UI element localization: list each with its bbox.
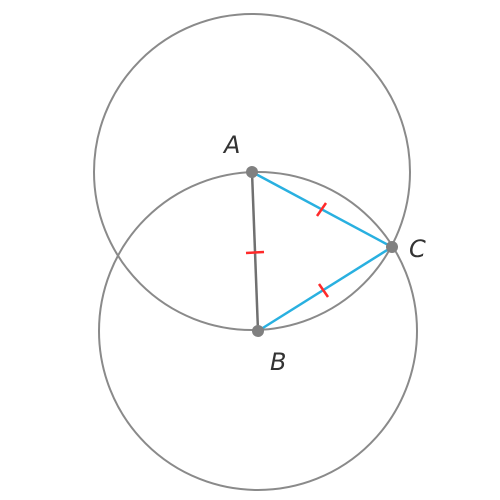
tick-mark-bc bbox=[317, 283, 330, 298]
tick-mark-ac bbox=[315, 202, 328, 217]
circle-centered-a bbox=[93, 13, 411, 331]
label-point-b: B bbox=[270, 348, 286, 376]
point-a bbox=[246, 166, 258, 178]
point-b bbox=[252, 325, 264, 337]
tick-mark-ab bbox=[245, 250, 265, 255]
segment-bc bbox=[257, 245, 393, 333]
label-point-c: C bbox=[409, 235, 426, 263]
label-point-a: A bbox=[222, 131, 240, 159]
point-c bbox=[386, 241, 398, 253]
